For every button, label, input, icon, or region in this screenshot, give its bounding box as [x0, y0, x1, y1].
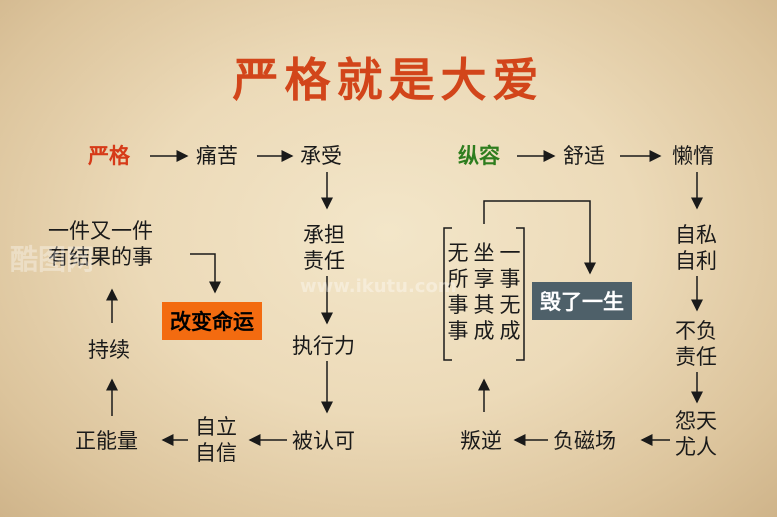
arrow-columns-ruined: [483, 200, 596, 275]
node-results-line1: 一件又一件: [48, 219, 153, 243]
node-indulge: 纵容: [458, 144, 500, 168]
bracket-right: [516, 227, 525, 361]
result-ruined-life: 毁了一生: [532, 282, 632, 320]
node-results-line2: 有结果的事: [48, 245, 153, 269]
node-comfort: 舒适: [563, 144, 605, 168]
node-strict: 严格: [88, 144, 130, 168]
node-undertake-line1: 承担: [303, 223, 345, 247]
node-pain: 痛苦: [196, 144, 238, 168]
bracket-left: [443, 227, 452, 361]
node-irresponsible-line2: 责任: [675, 345, 717, 369]
node-undertake: 承担 责任: [303, 222, 345, 274]
node-results: 一件又一件 有结果的事: [48, 218, 153, 270]
node-execution: 执行力: [292, 334, 355, 358]
column-idle: 无所事事: [447, 241, 469, 343]
node-blame-others: 怨天 尤人: [675, 408, 717, 460]
node-bear: 承受: [300, 144, 342, 168]
result-change-fate: 改变命运: [162, 302, 262, 340]
node-positive-energy: 正能量: [75, 429, 138, 453]
node-rebel: 叛逆: [460, 429, 502, 453]
node-self-reliant: 自立 自信: [195, 414, 237, 466]
node-irresponsible: 不负 责任: [675, 318, 717, 370]
node-selfish-line1: 自私: [675, 223, 717, 247]
node-blame-line1: 怨天: [675, 409, 717, 433]
watermark-url: www.ikutu.com: [300, 276, 457, 297]
column-nothing-achieved: 一事无成: [499, 241, 521, 343]
watermark-logo: 酷图网: [10, 243, 95, 276]
node-undertake-line2: 责任: [303, 249, 345, 273]
arrow-results-fate: [190, 253, 221, 294]
page-title: 严格就是大爱: [232, 53, 545, 107]
node-selfish: 自私 自利: [675, 222, 717, 274]
node-irresponsible-line1: 不负: [675, 319, 717, 343]
node-negative-field: 负磁场: [553, 429, 616, 453]
node-recognized: 被认可: [292, 429, 355, 453]
column-freeload: 坐享其成: [473, 241, 495, 343]
node-lazy: 懒惰: [672, 144, 714, 168]
node-self-reliant-line2: 自信: [195, 441, 237, 465]
node-blame-line2: 尤人: [675, 435, 717, 459]
node-persist: 持续: [88, 338, 130, 362]
node-selfish-line2: 自利: [675, 249, 717, 273]
node-self-reliant-line1: 自立: [195, 415, 237, 439]
